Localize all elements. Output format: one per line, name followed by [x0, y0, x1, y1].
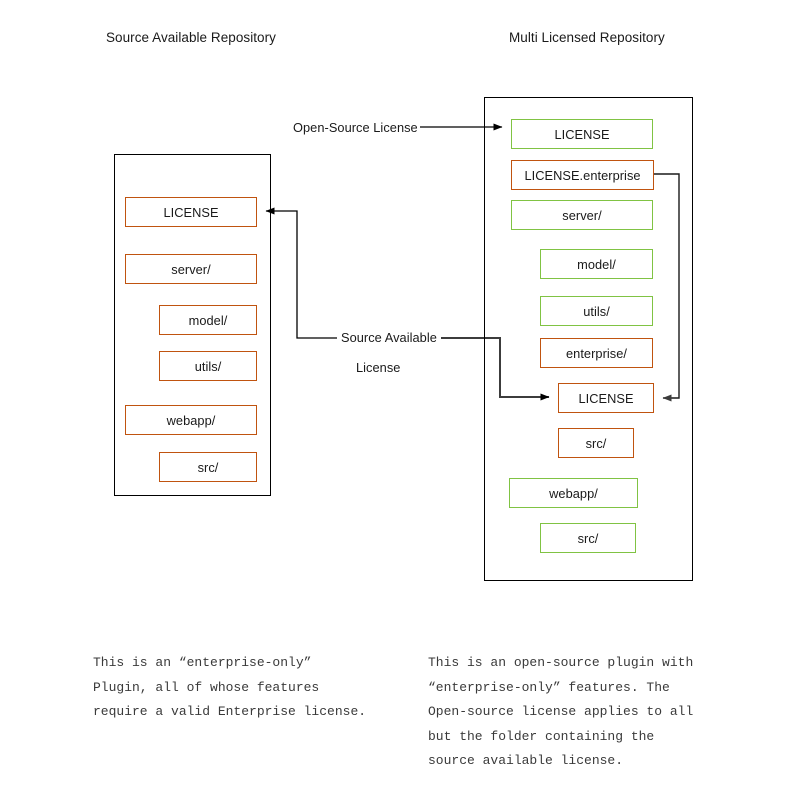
edge-license-enterprise-to-inner-license	[654, 173, 680, 402]
right-node-utils[interactable]: utils/	[540, 296, 653, 326]
left-node-utils-label: utils/	[194, 358, 222, 374]
right-node-enterprise[interactable]: enterprise/	[540, 338, 653, 368]
right-node-license[interactable]: LICENSE	[511, 119, 653, 149]
right-node-webapp[interactable]: webapp/	[509, 478, 638, 508]
right-node-model-label: model/	[577, 256, 616, 272]
edge-label-source-available-line2: License	[356, 360, 401, 375]
right-node-server[interactable]: server/	[511, 200, 653, 230]
right-node-enterprise-src[interactable]: src/	[558, 428, 634, 458]
right-node-enterprise-src-label: src/	[585, 435, 607, 451]
right-node-model[interactable]: model/	[540, 249, 653, 279]
left-node-utils[interactable]: utils/	[159, 351, 257, 381]
right-repo-title: Multi Licensed Repository	[509, 30, 665, 45]
left-repo-title: Source Available Repository	[106, 30, 276, 45]
right-node-license-enterprise[interactable]: LICENSE.enterprise	[511, 160, 654, 190]
left-node-license[interactable]: LICENSE	[125, 197, 257, 227]
right-node-webapp-label: webapp/	[549, 485, 598, 501]
right-repo-caption: This is an open-source plugin with “ente…	[428, 655, 694, 768]
left-repo-frame	[114, 154, 271, 496]
right-node-webapp-src[interactable]: src/	[540, 523, 636, 553]
right-node-utils-label: utils/	[583, 303, 610, 319]
left-node-server-label: server/	[171, 261, 211, 277]
right-node-enterprise-license-label: LICENSE	[578, 390, 634, 406]
right-node-license-label: LICENSE	[554, 126, 610, 142]
left-repo-caption: This is an “enterprise-only” Plugin, all…	[93, 655, 367, 719]
edge-source-available-to-right-license	[441, 337, 550, 401]
left-node-license-label: LICENSE	[163, 204, 219, 220]
left-node-src-label: src/	[197, 459, 219, 475]
left-node-server[interactable]: server/	[125, 254, 257, 284]
right-node-license-enterprise-label: LICENSE.enterprise	[524, 167, 641, 183]
right-node-enterprise-license[interactable]: LICENSE	[558, 383, 654, 413]
left-node-model-label: model/	[188, 312, 228, 328]
left-node-webapp-label: webapp/	[166, 412, 216, 428]
edge-label-open-source-license: Open-Source License	[293, 120, 418, 135]
edge-label-source-available-line1: Source Available	[341, 330, 437, 345]
edge-source-available-to-left-license	[265, 207, 337, 339]
left-node-src[interactable]: src/	[159, 452, 257, 482]
left-node-model[interactable]: model/	[159, 305, 257, 335]
right-node-enterprise-label: enterprise/	[565, 345, 627, 361]
right-node-webapp-src-label: src/	[577, 530, 599, 546]
left-node-webapp[interactable]: webapp/	[125, 405, 257, 435]
right-repo-frame	[484, 97, 693, 581]
right-node-server-label: server/	[562, 207, 602, 223]
